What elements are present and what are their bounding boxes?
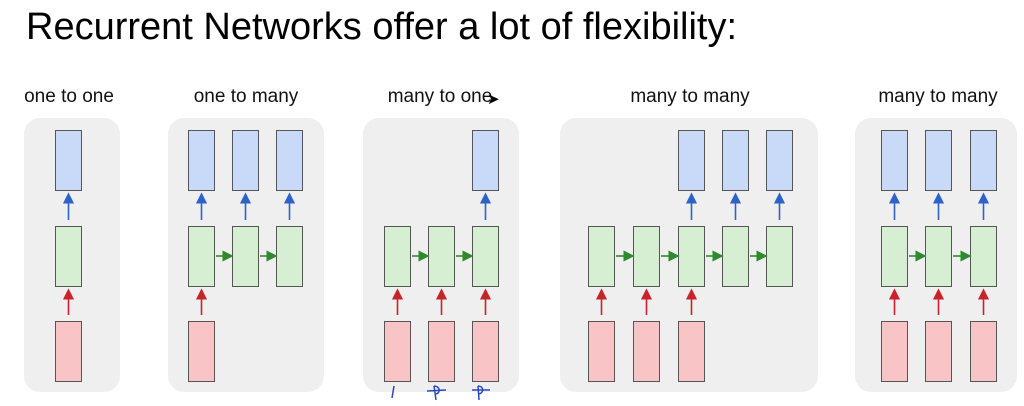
hidden-cell xyxy=(766,226,793,287)
hidden-cell xyxy=(588,226,615,287)
output-cell xyxy=(276,130,303,191)
input-cell xyxy=(633,321,660,382)
output-cell xyxy=(722,130,749,191)
hidden-cell xyxy=(188,226,215,287)
output-cell xyxy=(925,130,952,191)
input-cell xyxy=(970,321,997,382)
output-cell xyxy=(970,130,997,191)
input-cell xyxy=(384,321,411,382)
handwritten-mark-plus-1 xyxy=(426,385,447,401)
column-label-many-to-many-2: many to many xyxy=(878,86,998,107)
cursor-pointer-icon: ➤ xyxy=(487,91,500,108)
input-cell xyxy=(881,321,908,382)
hidden-cell xyxy=(232,226,259,287)
handwritten-mark-plus-2 xyxy=(472,385,490,401)
hidden-cell xyxy=(881,226,908,287)
input-cell xyxy=(188,321,215,382)
column-label-many-to-one: many to one xyxy=(387,86,493,107)
slide-title: Recurrent Networks offer a lot of flexib… xyxy=(26,6,738,48)
input-cell xyxy=(55,321,82,382)
column-label-one-to-many: one to many xyxy=(193,86,299,107)
output-cell xyxy=(881,130,908,191)
input-cell xyxy=(678,321,705,382)
input-cell xyxy=(472,321,499,382)
input-cell xyxy=(428,321,455,382)
input-cell xyxy=(588,321,615,382)
hidden-cell xyxy=(384,226,411,287)
hidden-cell xyxy=(276,226,303,287)
handwritten-annotation xyxy=(391,385,490,401)
hidden-cell xyxy=(472,226,499,287)
hidden-cell xyxy=(678,226,705,287)
column-label-one-to-one: one to one xyxy=(24,86,114,107)
output-cell xyxy=(188,130,215,191)
handwritten-mark-i xyxy=(391,385,395,399)
output-cell xyxy=(55,130,82,191)
column-label-many-to-many-1: many to many xyxy=(630,86,750,107)
output-cell xyxy=(472,130,499,191)
input-cell xyxy=(925,321,952,382)
output-cell xyxy=(766,130,793,191)
output-cell xyxy=(678,130,705,191)
hidden-cell xyxy=(55,226,82,287)
output-cell xyxy=(232,130,259,191)
